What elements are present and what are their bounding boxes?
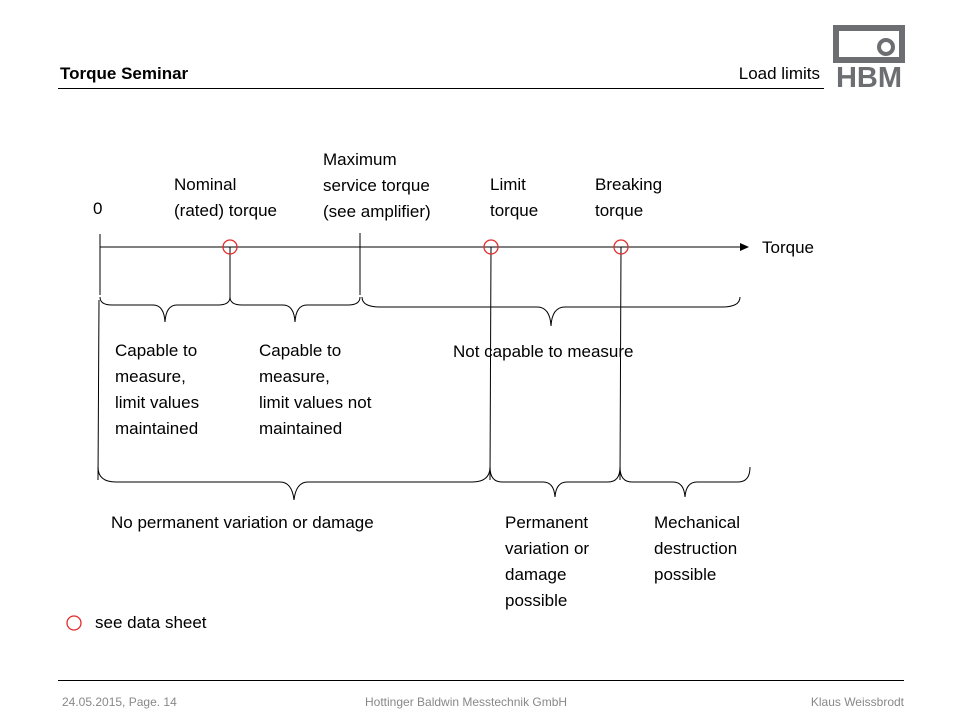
brace-permanent [489,466,621,498]
footer-date-page: 24.05.2015, Page. 14 [62,695,177,709]
marker-limit-circle [483,239,499,255]
legend-marker-circle [66,615,82,631]
axis-arrowhead [740,243,749,251]
marker-label-breaking: Breaking torque [595,175,663,220]
page-subtitle: Load limits [738,64,820,83]
marker-label-nominal: Nominal (rated) torque [174,175,277,220]
marker-label-limit: Limit torque [490,175,539,220]
brace-not-capable [361,296,741,327]
brace-mechanical [619,466,751,498]
range-label-capable-not-maintained: Capable to measure, limit values not mai… [259,341,372,438]
range-label-mechanical: Mechanical destruction possible [654,513,740,584]
header-divider [58,88,824,89]
marker-label-max-service: Maximum service torque (see amplifier) [323,150,431,221]
footer-company: Hottinger Baldwin Messtechnik GmbH [365,695,568,709]
page-title: Torque Seminar [60,64,189,83]
range-label-permanent: Permanent variation or damage possible [505,513,590,610]
axis-torque-label: Torque [762,238,814,257]
hbm-logo: HBM [833,25,905,94]
brace-capable-maintained [99,296,231,323]
marker-nominal-circle [222,239,238,255]
tick-breaking [619,246,622,481]
footer-divider [58,680,904,681]
brace-capable-not-maintained [229,296,361,323]
tick-limit [489,246,492,481]
footer-author: Klaus Weissbrodt [810,695,904,709]
range-label-capable-maintained: Capable to measure, limit values maintai… [115,341,200,438]
axis-zero-label: 0 [93,199,103,218]
range-label-no-permanent: No permanent variation or damage [111,513,374,532]
tick-zero-lower [97,299,100,481]
logo-text: HBM [836,62,902,94]
range-label-not-capable: Not capable to measure [453,342,634,361]
marker-breaking-circle [613,239,629,255]
brace-no-permanent [97,466,491,501]
legend-label: see data sheet [95,613,207,632]
